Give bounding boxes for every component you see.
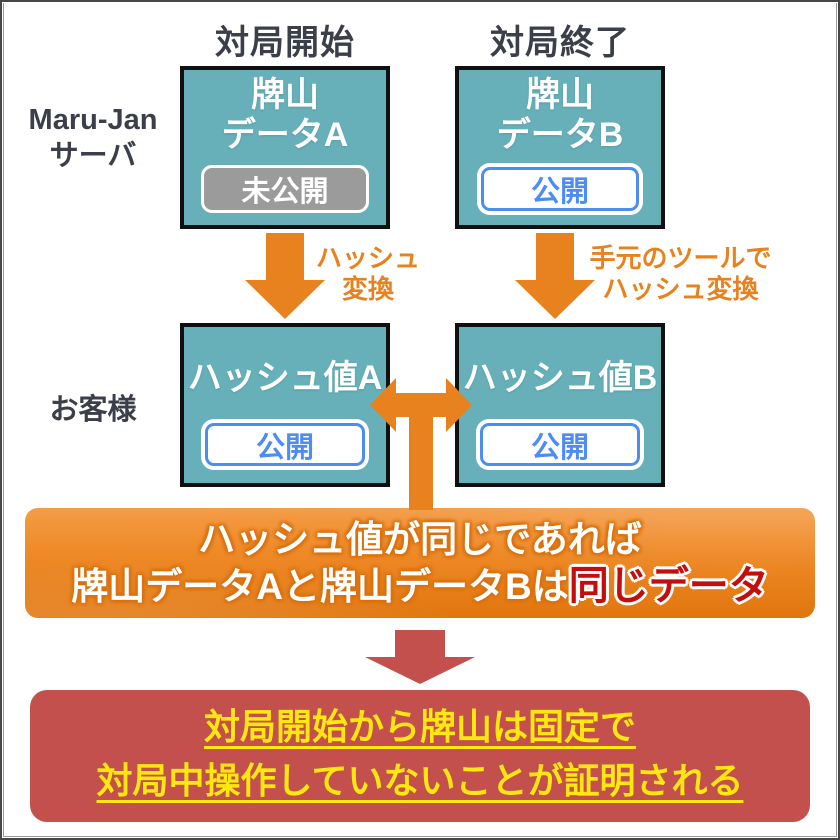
proof-line1: 対局開始から牌山は固定で bbox=[203, 706, 636, 747]
compare-double-arrow-icon bbox=[370, 378, 472, 510]
badge-published-hash-b: 公開 bbox=[480, 423, 640, 466]
box-wall-data-b: 牌山 データB 公開 bbox=[455, 66, 665, 229]
header-game-end: 対局終了 bbox=[490, 24, 630, 62]
box-wall-data-b-title: 牌山 データB bbox=[459, 70, 661, 155]
hash-convert-arrow-right-icon bbox=[515, 233, 595, 319]
box-hash-value-b: ハッシュ値B 公開 bbox=[455, 323, 665, 487]
hash-convert-label-left-line2: 変換 bbox=[341, 274, 394, 304]
label-customer: お客様 bbox=[49, 394, 137, 426]
hash-convert-label-left-line1: ハッシュ bbox=[315, 243, 420, 273]
box-wall-data-a-title: 牌山 データA bbox=[184, 70, 386, 155]
label-marujan-server: Maru-Jan サーバ bbox=[8, 102, 178, 174]
hash-convert-label-left: ハッシュ 変換 bbox=[303, 243, 433, 305]
header-game-start: 対局開始 bbox=[215, 24, 355, 62]
proof-line2: 対局中操作していないことが証明される bbox=[96, 760, 744, 801]
box-hash-value-b-title: ハッシュ値B bbox=[462, 359, 658, 397]
box-wall-data-a: 牌山 データA 未公開 bbox=[180, 66, 390, 229]
conclusion-line1: ハッシュ値が同じであれば bbox=[198, 519, 642, 560]
conclusion-banner: ハッシュ値が同じであれば 牌山データAと牌山データBは同じデータ bbox=[25, 508, 815, 618]
label-marujan-server-line1: Maru-Jan bbox=[28, 104, 158, 136]
conclusion-line2-prefix: 牌山データAと牌山データBは bbox=[71, 566, 569, 607]
box-wall-data-b-title-line2: データB bbox=[496, 116, 624, 154]
box-wall-data-a-title-line2: データA bbox=[221, 116, 349, 154]
hash-convert-label-right: 手元のツールで ハッシュ変換 bbox=[578, 243, 783, 305]
hash-convert-label-right-line1: 手元のツールで bbox=[589, 243, 772, 273]
box-hash-value-a-title: ハッシュ値A bbox=[187, 359, 383, 397]
conclusion-line2: 牌山データAと牌山データBは同じデータ bbox=[25, 563, 815, 610]
conclusion-line2-highlight: 同じデータ bbox=[568, 564, 769, 608]
proof-banner: 対局開始から牌山は固定で 対局中操作していないことが証明される bbox=[30, 690, 810, 822]
hash-convert-arrow-left-icon bbox=[245, 233, 325, 319]
hash-convert-label-right-line2: ハッシュ変換 bbox=[602, 274, 759, 304]
badge-published-hash-a: 公開 bbox=[205, 423, 365, 466]
badge-published-data-b: 公開 bbox=[481, 167, 639, 211]
box-hash-value-a: ハッシュ値A 公開 bbox=[180, 323, 390, 487]
result-arrow-icon bbox=[365, 630, 475, 684]
box-wall-data-a-title-line1: 牌山 bbox=[251, 76, 319, 114]
label-marujan-server-line2: サーバ bbox=[49, 140, 137, 172]
box-wall-data-b-title-line1: 牌山 bbox=[526, 76, 594, 114]
badge-unpublished: 未公開 bbox=[201, 165, 369, 213]
